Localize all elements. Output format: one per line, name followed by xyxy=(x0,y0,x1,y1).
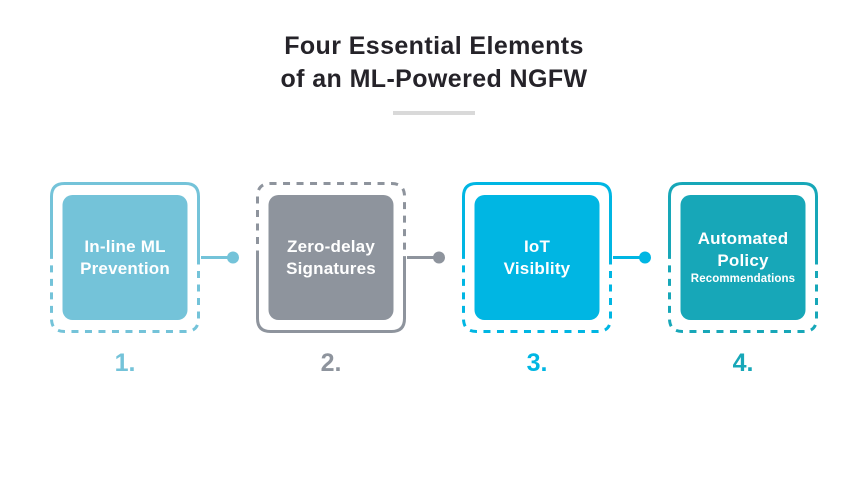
card-label: IoT Visiblity xyxy=(474,195,600,320)
card-label-line2: Signatures xyxy=(286,258,376,278)
card-frame-graphic xyxy=(50,182,239,333)
card-fill xyxy=(268,195,394,320)
card-label-line1: In-line ML xyxy=(84,236,166,256)
card-border-solid-half xyxy=(668,182,818,258)
connector-dot xyxy=(227,251,239,264)
card-automated-policy-recommendations: Automated Policy Recommendations xyxy=(668,182,868,334)
card-border-dashed-half xyxy=(668,257,818,333)
card-label-line1: Zero-delay xyxy=(287,236,375,256)
card-border-dashed-half xyxy=(256,182,406,258)
step-number-1: 1. xyxy=(114,349,136,377)
step-number-4: 4. xyxy=(732,349,754,377)
card-label: Zero-delay Signatures xyxy=(268,195,394,320)
card-label-line3: Recommendations xyxy=(690,273,796,285)
card-border-solid-half xyxy=(50,182,200,258)
card-fill xyxy=(680,195,806,320)
step-number-2: 2. xyxy=(320,349,342,377)
card-frame-graphic xyxy=(256,182,445,333)
card-label-line2: Visiblity xyxy=(503,258,571,278)
card-label-line1: IoT xyxy=(523,236,551,256)
card-label: Automated Policy Recommendations xyxy=(680,195,806,320)
step-number-3: 3. xyxy=(526,349,548,377)
card-zero-delay-signatures: Zero-delay Signatures xyxy=(256,182,456,334)
card-iot-visiblity: IoT Visiblity xyxy=(462,182,662,334)
card-border-dashed-half xyxy=(50,257,200,333)
page-title-line2: of an ML-Powered NGFW xyxy=(280,65,588,93)
card-frame-graphic xyxy=(462,182,651,333)
card-border-solid-half xyxy=(256,257,406,333)
card-label-line2: Prevention xyxy=(80,258,170,278)
card-frame-graphic xyxy=(668,182,818,333)
card-inline-ml-prevention: In-line ML Prevention xyxy=(50,182,250,334)
page-title: Four Essential Elements of an ML-Powered… xyxy=(0,30,868,96)
connector-dot xyxy=(433,251,445,264)
card-fill xyxy=(474,195,600,320)
card-fill xyxy=(62,195,188,320)
page-title-line1: Four Essential Elements xyxy=(284,32,584,60)
card-label: In-line ML Prevention xyxy=(62,195,188,320)
card-border-solid-half xyxy=(462,182,612,258)
card-label-line1: Automated xyxy=(697,229,789,248)
card-border-dashed-half xyxy=(462,257,612,333)
card-label-line2: Policy xyxy=(717,251,769,270)
title-divider xyxy=(393,111,475,115)
connector-dot xyxy=(639,251,651,264)
